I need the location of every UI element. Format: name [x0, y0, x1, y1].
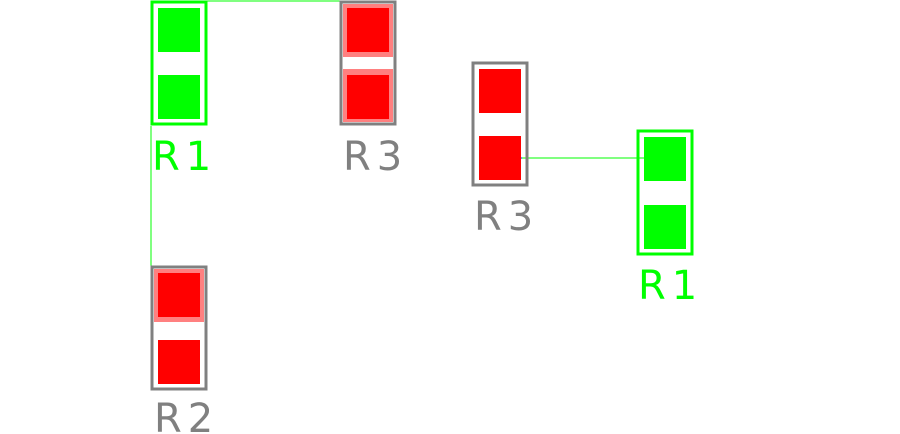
pad-1[interactable]: [158, 273, 200, 317]
component-r3-top[interactable]: R3: [339, 0, 408, 180]
component-outline: [471, 61, 529, 187]
pad-2[interactable]: [347, 75, 389, 119]
pad-1[interactable]: [479, 69, 521, 113]
ref-designator-label: R1: [638, 263, 703, 309]
ref-designator-label: R1: [152, 134, 217, 180]
pad-2[interactable]: [479, 136, 521, 180]
pad-1[interactable]: [347, 8, 389, 52]
component-r1-right[interactable]: R1: [636, 129, 703, 309]
pad-2[interactable]: [644, 205, 686, 249]
ref-designator-label: R2: [154, 396, 219, 434]
pad-2[interactable]: [158, 340, 200, 384]
component-outline: [339, 0, 397, 126]
pad-2[interactable]: [158, 75, 200, 119]
component-outline: [150, 0, 208, 126]
pad-1[interactable]: [644, 137, 686, 181]
component-r2-bottom-left[interactable]: R2: [150, 265, 219, 434]
pad-1[interactable]: [158, 8, 200, 52]
ref-designator-label: R3: [343, 134, 408, 180]
component-r1-top-left[interactable]: R1: [150, 0, 217, 180]
component-r3-middle[interactable]: R3: [471, 61, 539, 240]
component-outline: [636, 129, 694, 256]
ref-designator-label: R3: [474, 194, 539, 240]
component-outline: [150, 265, 208, 391]
